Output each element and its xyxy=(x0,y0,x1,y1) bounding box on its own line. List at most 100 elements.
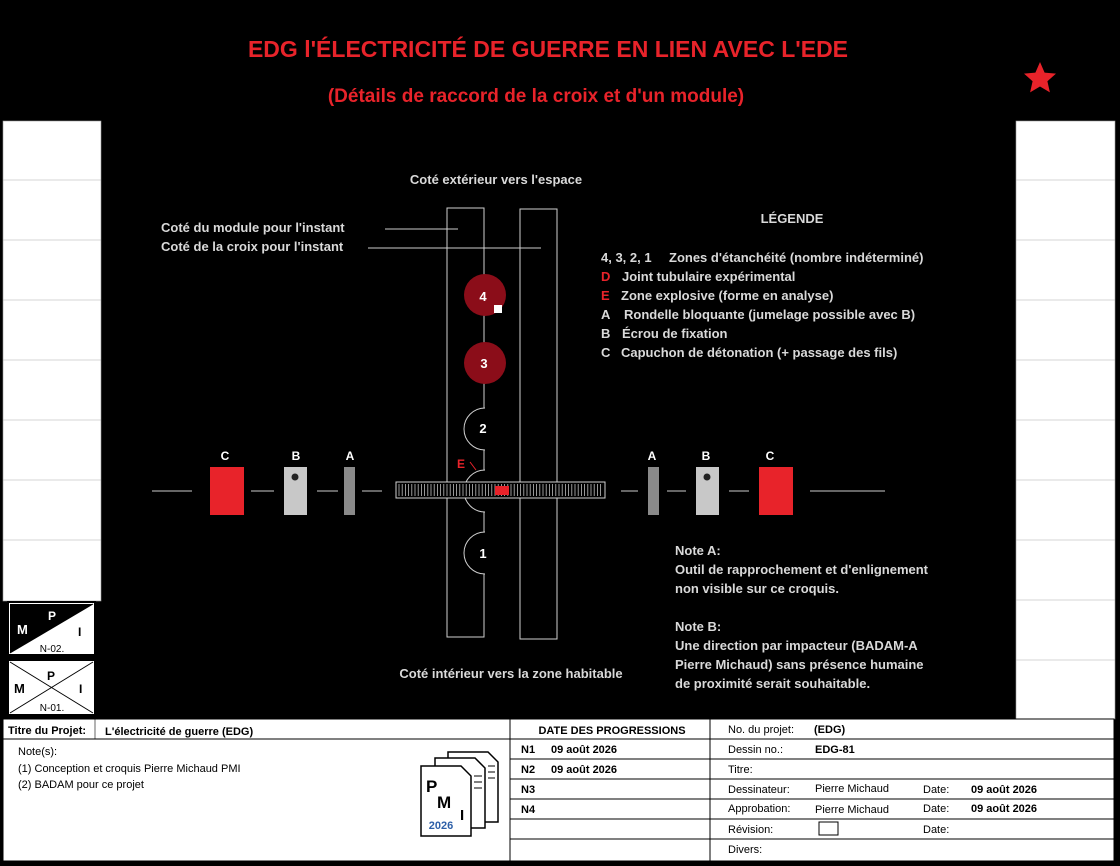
date-label: Date: xyxy=(923,784,949,796)
seal-zone-3: 3 xyxy=(464,342,506,384)
right-cap-c: C xyxy=(759,449,793,515)
page-subtitle: (Détails de raccord de la croix et d'un … xyxy=(328,86,744,107)
svg-text:Outil de rapprochement et d'en: Outil de rapprochement et d'enlignement xyxy=(675,562,929,577)
note-line: (2) BADAM pour ce projet xyxy=(18,779,144,791)
project-title: L'électricité de guerre (EDG) xyxy=(105,726,253,738)
legend-item: D Joint tubulaire expérimental xyxy=(601,269,795,284)
svg-text:M: M xyxy=(437,793,451,812)
notes-label: Note(s): xyxy=(18,746,57,758)
badge-i: I xyxy=(79,682,82,696)
svg-text:B: B xyxy=(601,326,610,341)
svg-text:4: 4 xyxy=(479,289,487,304)
svg-text:C: C xyxy=(601,345,611,360)
progress-label: N4 xyxy=(521,804,536,816)
seal-zone-4: 4 xyxy=(464,274,506,316)
badge-p: P xyxy=(47,669,55,683)
note-line: (1) Conception et croquis Pierre Michaud… xyxy=(18,763,241,775)
note-b: Note B: Une direction par impacteur (BAD… xyxy=(675,619,924,691)
badge-m: M xyxy=(17,622,28,637)
svg-text:C: C xyxy=(221,449,230,463)
right-washer-a: A xyxy=(648,449,659,515)
left-washer-a: A xyxy=(344,449,355,515)
title-block: Titre du Projet: L'électricité de guerre… xyxy=(2,718,1115,862)
approval-label: Approbation: xyxy=(728,803,790,815)
right-nut-b: B xyxy=(696,449,719,515)
project-title-label: Titre du Projet: xyxy=(8,725,86,737)
seal-zone-2: 2 xyxy=(463,407,487,451)
e-zone-label: E xyxy=(457,457,465,471)
d-joint xyxy=(495,486,509,495)
designer-date: 09 août 2026 xyxy=(971,784,1037,796)
legend-item: A Rondelle bloquante (jumelage possible … xyxy=(601,307,915,322)
legend-item: C Capuchon de détonation (+ passage des … xyxy=(601,345,897,360)
svg-text:Rondelle bloquante (jumelage p: Rondelle bloquante (jumelage possible av… xyxy=(624,307,915,322)
progress-label: N2 xyxy=(521,764,535,776)
svg-text:Pierre Michaud) sans présence: Pierre Michaud) sans présence humaine xyxy=(675,657,924,672)
module-side-label: Coté du module pour l'instant xyxy=(161,220,345,235)
svg-text:3: 3 xyxy=(480,356,487,371)
left-frame xyxy=(2,120,102,602)
badge-code: N-01. xyxy=(40,703,64,714)
svg-text:C: C xyxy=(766,449,775,463)
approver: Pierre Michaud xyxy=(815,804,889,816)
svg-text:1: 1 xyxy=(479,546,486,561)
legend: LÉGENDE 4, 3, 2, 1 Zones d'étanchéité (n… xyxy=(601,211,923,360)
progress-date: 09 août 2026 xyxy=(551,744,617,756)
progress-label: N3 xyxy=(521,784,535,796)
svg-text:2026: 2026 xyxy=(429,820,453,832)
badge-p: P xyxy=(48,609,56,623)
svg-text:B: B xyxy=(702,449,711,463)
project-no-label: No. du projet: xyxy=(728,724,794,736)
drawing-no-label: Dessin no.: xyxy=(728,744,783,756)
designer-label: Dessinateur: xyxy=(728,784,790,796)
svg-text:Une direction par impacteur (B: Une direction par impacteur (BADAM-A xyxy=(675,638,918,653)
legend-title: LÉGENDE xyxy=(761,211,824,226)
svg-text:Note B:: Note B: xyxy=(675,619,721,634)
svg-text:Zones d'étanchéité (nombre ind: Zones d'étanchéité (nombre indéterminé) xyxy=(669,250,923,265)
badge-n02: M P I N-02. xyxy=(7,601,96,656)
svg-text:non visible sur ce croquis.: non visible sur ce croquis. xyxy=(675,581,839,596)
revision-checkbox[interactable] xyxy=(818,821,839,836)
top-label: Coté extérieur vers l'espace xyxy=(410,172,582,187)
svg-text:P: P xyxy=(426,777,437,796)
note-a: Note A: Outil de rapprochement et d'enli… xyxy=(675,543,929,596)
svg-text:I: I xyxy=(460,807,464,824)
legend-item: E Zone explosive (forme en analyse) xyxy=(601,288,833,303)
svg-text:D: D xyxy=(601,269,610,284)
date-label: Date: xyxy=(923,824,949,836)
svg-text:2: 2 xyxy=(479,421,486,436)
legend-item: B Écrou de fixation xyxy=(601,326,728,341)
svg-text:E: E xyxy=(601,288,610,303)
designer: Pierre Michaud xyxy=(815,783,889,795)
svg-text:A: A xyxy=(346,449,355,463)
revision-label: Révision: xyxy=(728,824,773,836)
drawing-no: EDG-81 xyxy=(815,744,855,756)
cross-plate xyxy=(519,208,558,640)
svg-text:A: A xyxy=(648,449,657,463)
bottom-label: Coté intérieur vers la zone habitable xyxy=(399,666,622,681)
badge-m: M xyxy=(14,681,25,696)
svg-text:4, 3, 2, 1: 4, 3, 2, 1 xyxy=(601,250,652,265)
badge-code: N-02. xyxy=(40,644,64,655)
cross-side-label: Coté de la croix pour l'instant xyxy=(161,239,344,254)
badge-i: I xyxy=(78,625,81,639)
page-title: EDG l'ÉLECTRICITÉ DE GUERRE EN LIEN AVEC… xyxy=(248,35,848,62)
left-cap-c: C xyxy=(210,449,244,515)
star-icon xyxy=(1024,62,1056,93)
project-no: (EDG) xyxy=(814,724,846,736)
svg-text:Note A:: Note A: xyxy=(675,543,721,558)
svg-text:A: A xyxy=(601,307,611,322)
progress-label: N1 xyxy=(521,744,535,756)
date-label: Date: xyxy=(923,803,949,815)
pmi-logo-icon: P M I 2026 xyxy=(420,751,499,837)
legend-item: 4, 3, 2, 1 Zones d'étanchéité (nombre in… xyxy=(601,250,923,265)
seal-zone-1: 1 xyxy=(463,531,487,575)
progress-date: 09 août 2026 xyxy=(551,764,617,776)
left-nut-b: B xyxy=(284,449,307,515)
svg-text:Joint tubulaire expérimental: Joint tubulaire expérimental xyxy=(622,269,795,284)
svg-text:Zone explosive (forme en analy: Zone explosive (forme en analyse) xyxy=(621,288,833,303)
svg-text:Écrou de fixation: Écrou de fixation xyxy=(622,326,728,341)
approval-date: 09 août 2026 xyxy=(971,803,1037,815)
badge-n01: M P I N-01. xyxy=(7,659,96,716)
